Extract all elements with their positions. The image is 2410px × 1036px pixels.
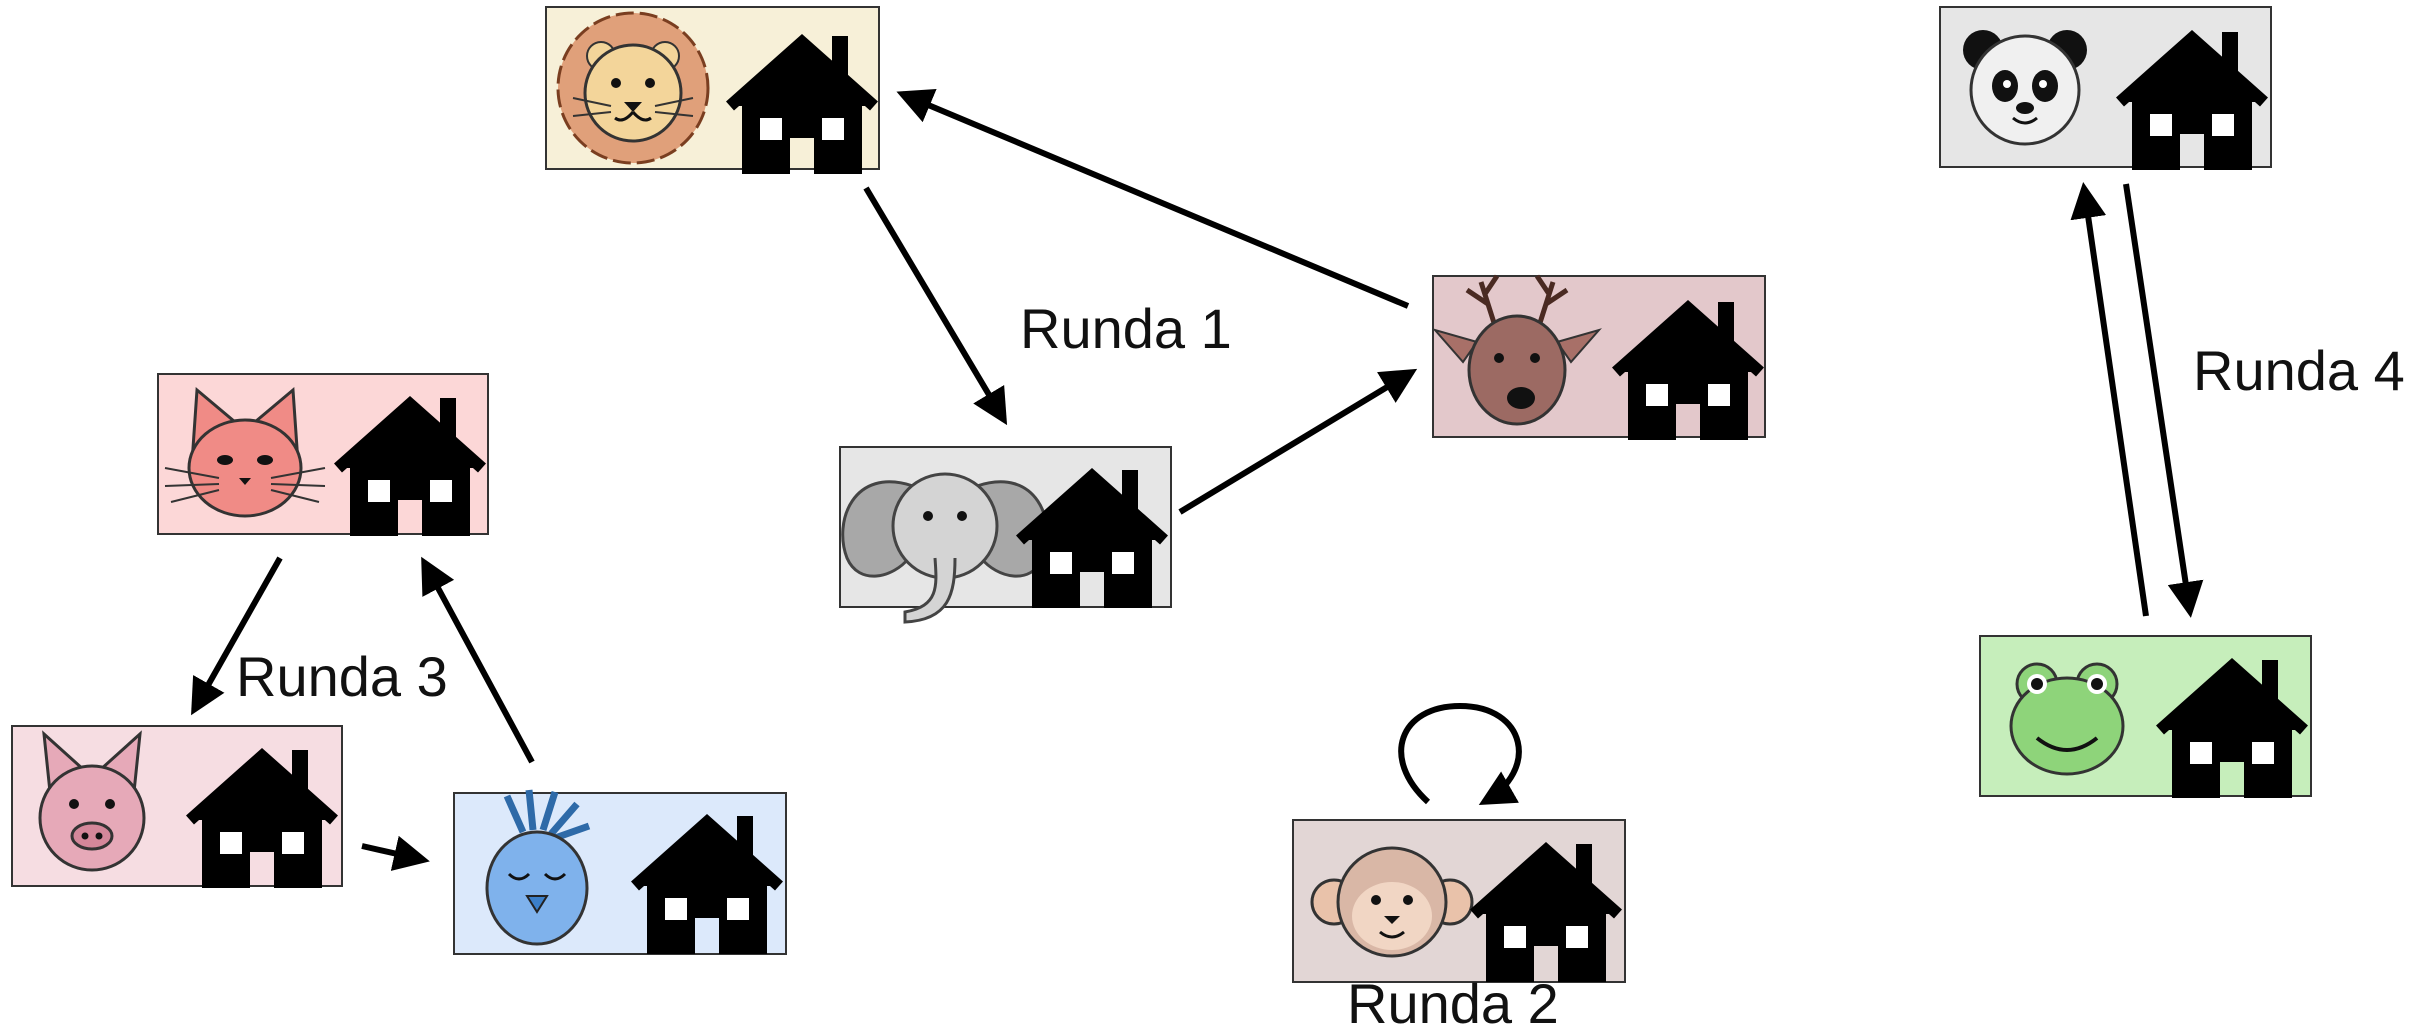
label-runda-2: Runda 2	[1347, 972, 1559, 1035]
arrow-monkey-self-loop	[1398, 702, 1522, 805]
arrow-lion-to-elephant	[863, 186, 1008, 426]
label-runda-1: Runda 1	[1020, 297, 1232, 360]
node-bird	[453, 790, 787, 954]
node-deer	[1432, 276, 1766, 440]
arrow-cat-to-pig	[191, 556, 283, 716]
arrow-pig-to-bird	[361, 835, 430, 871]
arrow-elephant-to-deer	[1178, 368, 1418, 515]
lion-icon	[556, 11, 710, 165]
node-frog	[1979, 635, 2312, 798]
node-cat	[157, 373, 489, 536]
frog-icon	[2009, 662, 2125, 776]
arrow-panda-to-frog	[2123, 183, 2204, 618]
node-elephant	[839, 446, 1172, 624]
node-lion	[545, 6, 880, 174]
label-runda-4: Runda 4	[2193, 339, 2405, 402]
node-pig	[11, 725, 343, 888]
label-runda-3: Runda 3	[236, 645, 448, 708]
arrow-deer-to-lion	[896, 88, 1410, 309]
arrow-bird-to-cat	[421, 556, 535, 764]
node-panda	[1939, 6, 2272, 170]
node-monkey	[1292, 819, 1626, 982]
arrow-frog-to-panda	[2070, 182, 2149, 617]
